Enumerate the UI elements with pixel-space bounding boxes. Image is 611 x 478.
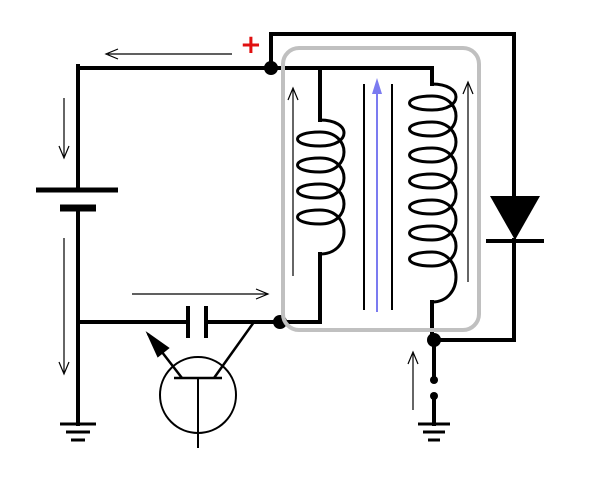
primary-coil-icon: [296, 118, 346, 256]
ground-left-icon: [60, 422, 96, 442]
wire-secondary-top: [318, 66, 434, 86]
capacitor-icon: [166, 306, 228, 338]
battery-icon: [36, 187, 118, 212]
arrow-left-upper: [58, 98, 70, 160]
wire-diode-down: [432, 238, 516, 342]
wire-node-up: [269, 32, 516, 198]
wire-primary-left-low: [278, 252, 322, 324]
node-top: [264, 61, 278, 75]
transformer-core-bars: [363, 84, 393, 310]
secondary-coil-icon: [408, 82, 458, 304]
diode-icon: [486, 196, 544, 243]
wires: [76, 32, 516, 426]
transformer-core-outline: [281, 46, 481, 332]
node-right: [427, 333, 441, 347]
switch-icon: [430, 376, 438, 400]
arrow-primary: [287, 86, 299, 276]
ground-right-icon: [418, 422, 450, 442]
transistor-icon: [145, 321, 256, 448]
arrow-left-lower: [58, 238, 70, 376]
arrow-top: [104, 48, 232, 60]
arrow-secondary: [462, 80, 474, 282]
flux-arrow: [372, 78, 382, 312]
plus-sign: +: [240, 30, 262, 60]
current-arrows: [58, 48, 474, 410]
transistor-arrow: [145, 331, 170, 358]
arrow-right-bottom: [407, 350, 419, 410]
arrow-bottom: [132, 288, 270, 300]
